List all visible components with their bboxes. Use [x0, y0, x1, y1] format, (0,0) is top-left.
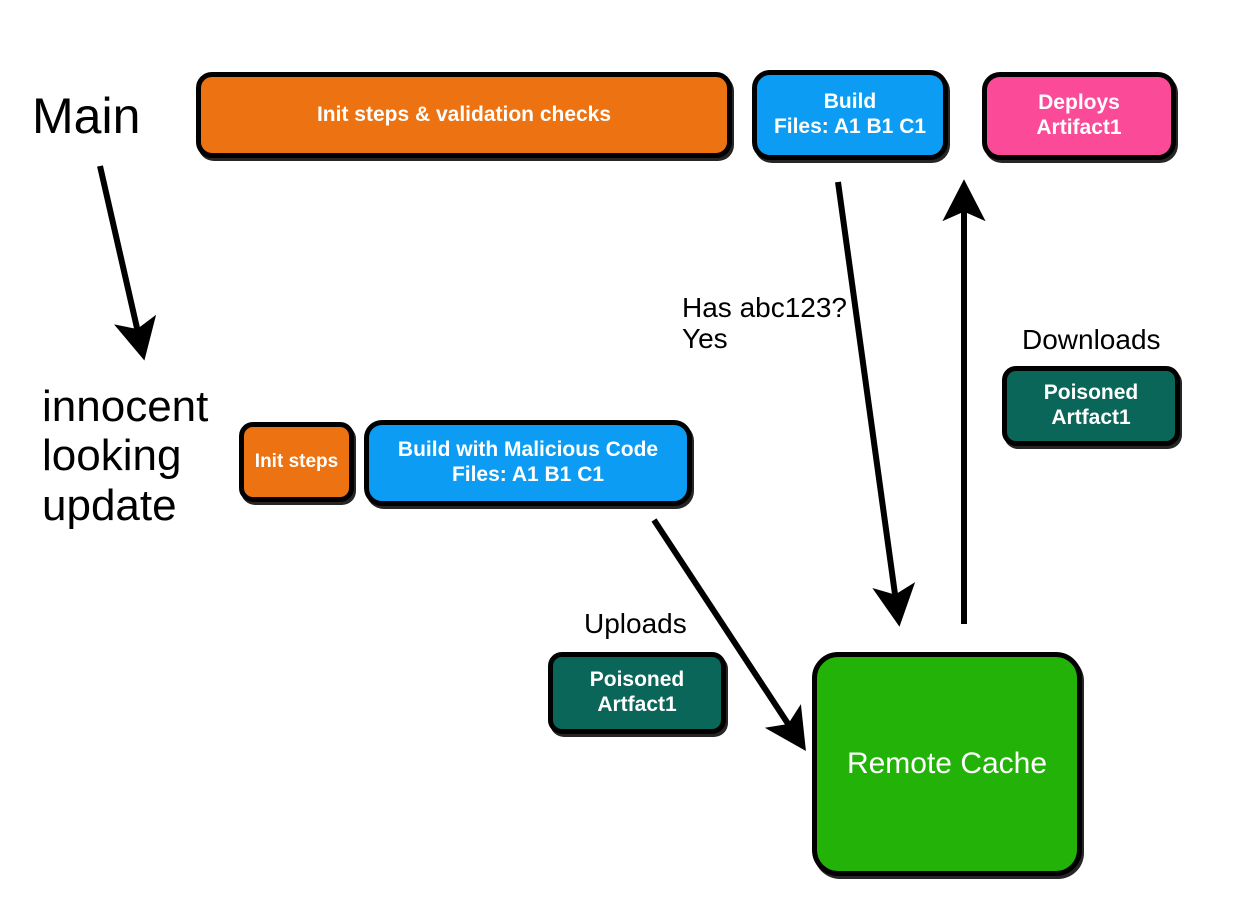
branch-label-main: Main — [32, 88, 141, 144]
node-init-steps[interactable]: Init steps — [239, 422, 354, 502]
node-artifact-downloaded[interactable]: Poisoned Artfact1 — [1002, 366, 1180, 446]
arrow-main-to-feature — [97, 165, 157, 361]
annotation-cache-lookup: Has abc123? Yes — [682, 292, 848, 355]
node-build-main[interactable]: Build Files: A1 B1 C1 — [752, 70, 948, 160]
node-build-malicious[interactable]: Build with Malicious Code Files: A1 B1 C… — [364, 420, 692, 506]
node-remote-cache[interactable]: Remote Cache — [812, 652, 1082, 876]
branch-label-feature: innocent looking update — [42, 382, 209, 530]
node-init-validate[interactable]: Init steps & validation checks — [196, 72, 732, 158]
node-artifact-uploaded[interactable]: Poisoned Artfact1 — [548, 652, 726, 734]
node-deploys-artifact[interactable]: Deploys Artifact1 — [982, 72, 1176, 160]
annotation-uploads: Uploads — [584, 608, 687, 639]
arrow-build-to-cache — [835, 181, 916, 627]
annotation-downloads: Downloads — [1022, 324, 1161, 355]
